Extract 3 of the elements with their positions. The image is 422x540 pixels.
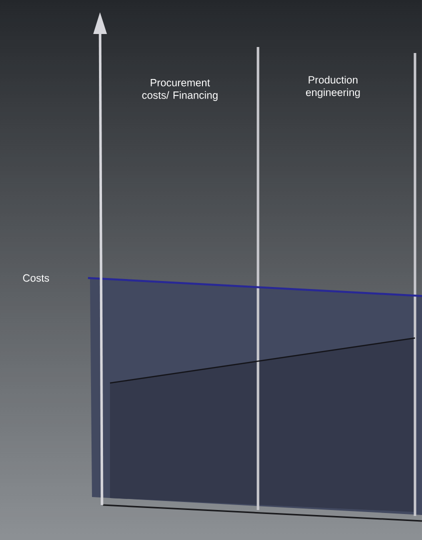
text-label: Costs	[23, 274, 50, 282]
text-label: Procurement costs/ Financing	[142, 79, 218, 101]
text-label: Production engineering	[306, 76, 360, 98]
